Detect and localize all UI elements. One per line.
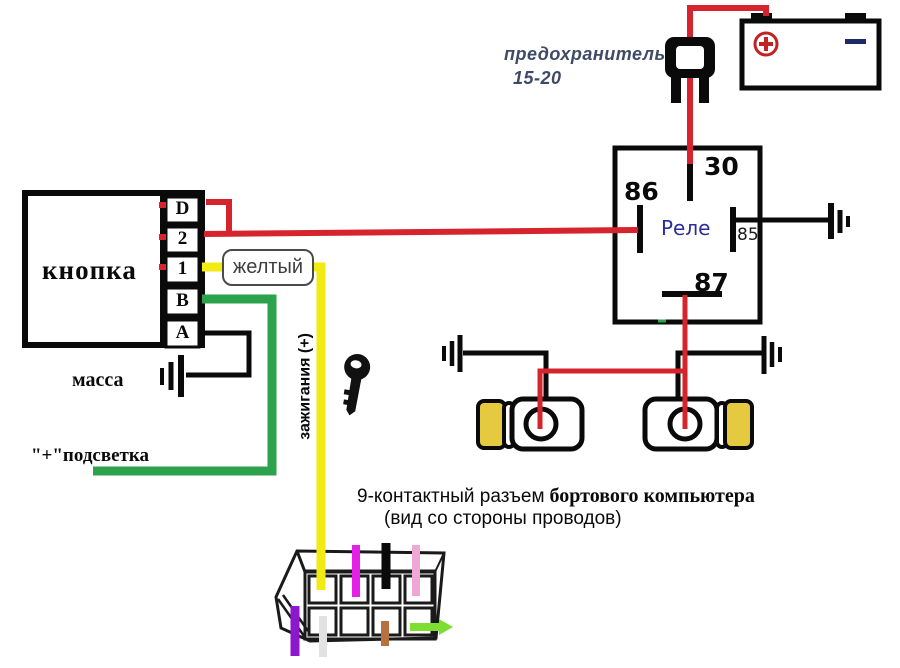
connector-grid-border: [303, 569, 437, 641]
red-mark: [159, 264, 166, 270]
relay-name-label: Реле: [661, 216, 711, 240]
wire-lightgreen-tip: [439, 619, 453, 635]
fuse-leg: [699, 70, 709, 103]
backlight-label: "+"подсветка: [31, 445, 150, 466]
terminal-label-2: 2: [177, 228, 188, 249]
button-label: кнопка: [42, 255, 137, 285]
lamp-cap: [723, 399, 754, 450]
ground-label: масса: [72, 369, 124, 391]
terminal-box-D: [164, 195, 201, 225]
button-block-icon: [22, 190, 205, 349]
fuse-icon: [665, 37, 715, 103]
relay-terminal-86-label: 86: [624, 177, 659, 206]
lamp-cap: [476, 399, 507, 450]
connector-caption-normal: 9-контактный разъем: [357, 486, 545, 507]
fuse-window: [676, 46, 704, 69]
terminal-label-A: A: [175, 322, 190, 343]
wire-green-backlight: [93, 294, 277, 476]
connector-caption-line2: (вид со стороны проводов): [384, 508, 622, 529]
button-body: [22, 190, 166, 348]
key-shaft: [343, 377, 362, 416]
wire-red-battery-fuse-relay: [687, 5, 769, 164]
battery-terminal-plus: [751, 13, 772, 22]
connector-caption-bold: бортового компьютера: [544, 485, 755, 507]
fuse-leg: [671, 70, 681, 103]
wire-black-lamp-ground: [463, 350, 549, 401]
battery-icon: [739, 13, 882, 91]
relay-terminal-87-label: 87: [694, 268, 729, 297]
wire-black-lamp-ground: [675, 350, 762, 400]
connector-edge: [295, 550, 307, 573]
fog-lamp-left-icon: [442, 335, 585, 452]
fuse-label-line2: 15-20: [513, 68, 562, 88]
connector-edge: [434, 552, 445, 573]
key-hole: [350, 360, 362, 369]
battery-minus-icon: [845, 39, 866, 44]
wire-lightgreen-arrow: [410, 619, 453, 635]
wire-red-lamp-link: [537, 368, 686, 429]
connector-caption-line1: 9-контактный разъем бортового компьютера: [357, 486, 755, 507]
terminal-label-1: 1: [177, 258, 188, 279]
wire-black-massa: [186, 330, 252, 378]
wire-red-button-to-relay86: [203, 227, 639, 237]
terminal-label-D: D: [175, 198, 190, 219]
ignition-label: зажигания (+): [296, 333, 314, 440]
connector-cell: [371, 574, 402, 605]
fuse-label-line1: предохранитель: [504, 44, 666, 64]
terminal-box-A: [164, 318, 201, 349]
connector-cell: [307, 606, 338, 637]
fog-lamp-right-icon: [642, 336, 782, 452]
terminal-box-B: [164, 286, 201, 317]
relay-85-ground: [736, 203, 850, 239]
terminal-box-1: [164, 254, 201, 285]
red-mark: [159, 202, 166, 208]
relay-terminal-30-label: 30: [704, 152, 739, 181]
yellow-wire-tag: желтый: [222, 249, 314, 286]
button-ground: [160, 330, 252, 397]
relay-icon: [612, 145, 763, 325]
relay-terminal-85-label: 85: [737, 225, 759, 245]
terminal-label-B: B: [176, 290, 189, 311]
key-icon: [343, 354, 371, 416]
wire-red-terminal-D: [206, 199, 232, 236]
red-mark: [159, 234, 166, 240]
connector-cell: [339, 606, 370, 637]
battery-plus-icon: [753, 31, 779, 57]
battery-terminal-minus: [845, 13, 866, 22]
